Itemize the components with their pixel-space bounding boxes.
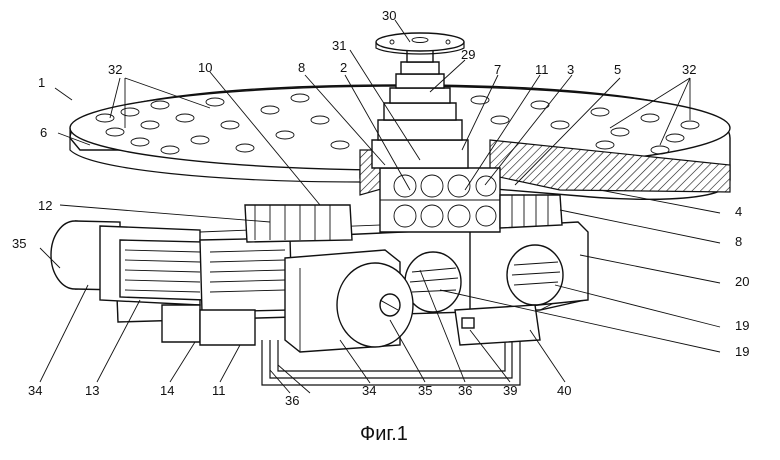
label-32a: 32 — [108, 62, 122, 77]
label-6: 6 — [40, 125, 47, 140]
label-5: 5 — [614, 62, 621, 77]
label-8a: 8 — [298, 60, 305, 75]
label-36b: 36 — [458, 383, 472, 398]
label-30: 30 — [382, 8, 396, 23]
label-13: 13 — [85, 383, 99, 398]
label-19b: 19 — [735, 344, 749, 359]
label-2: 2 — [340, 60, 347, 75]
label-1: 1 — [38, 75, 45, 90]
label-14: 14 — [160, 383, 174, 398]
label-19a: 19 — [735, 318, 749, 333]
bearing-assembly — [380, 168, 500, 232]
right-foot — [455, 305, 540, 345]
label-32b: 32 — [682, 62, 696, 77]
front-motor — [285, 250, 413, 352]
left-motor — [51, 221, 205, 305]
label-9: 11 — [535, 62, 549, 77]
label-35b: 35 — [418, 383, 432, 398]
label-36a: 36 — [285, 393, 299, 408]
label-4: 4 — [735, 204, 742, 219]
label-10: 10 — [198, 60, 212, 75]
label-11: 11 — [212, 383, 226, 398]
label-8b: 8 — [735, 234, 742, 249]
label-12: 12 — [38, 198, 52, 213]
label-29: 29 — [461, 47, 475, 62]
label-34a: 34 — [28, 383, 42, 398]
figure-caption: Фиг.1 — [360, 423, 408, 445]
label-3: 3 — [567, 62, 574, 77]
label-35a: 35 — [12, 236, 26, 251]
label-40: 40 — [557, 383, 571, 398]
label-20: 20 — [735, 274, 749, 289]
label-7: 7 — [494, 62, 501, 77]
label-39: 39 — [503, 383, 517, 398]
label-31: 31 — [332, 38, 346, 53]
label-34b: 34 — [362, 383, 376, 398]
